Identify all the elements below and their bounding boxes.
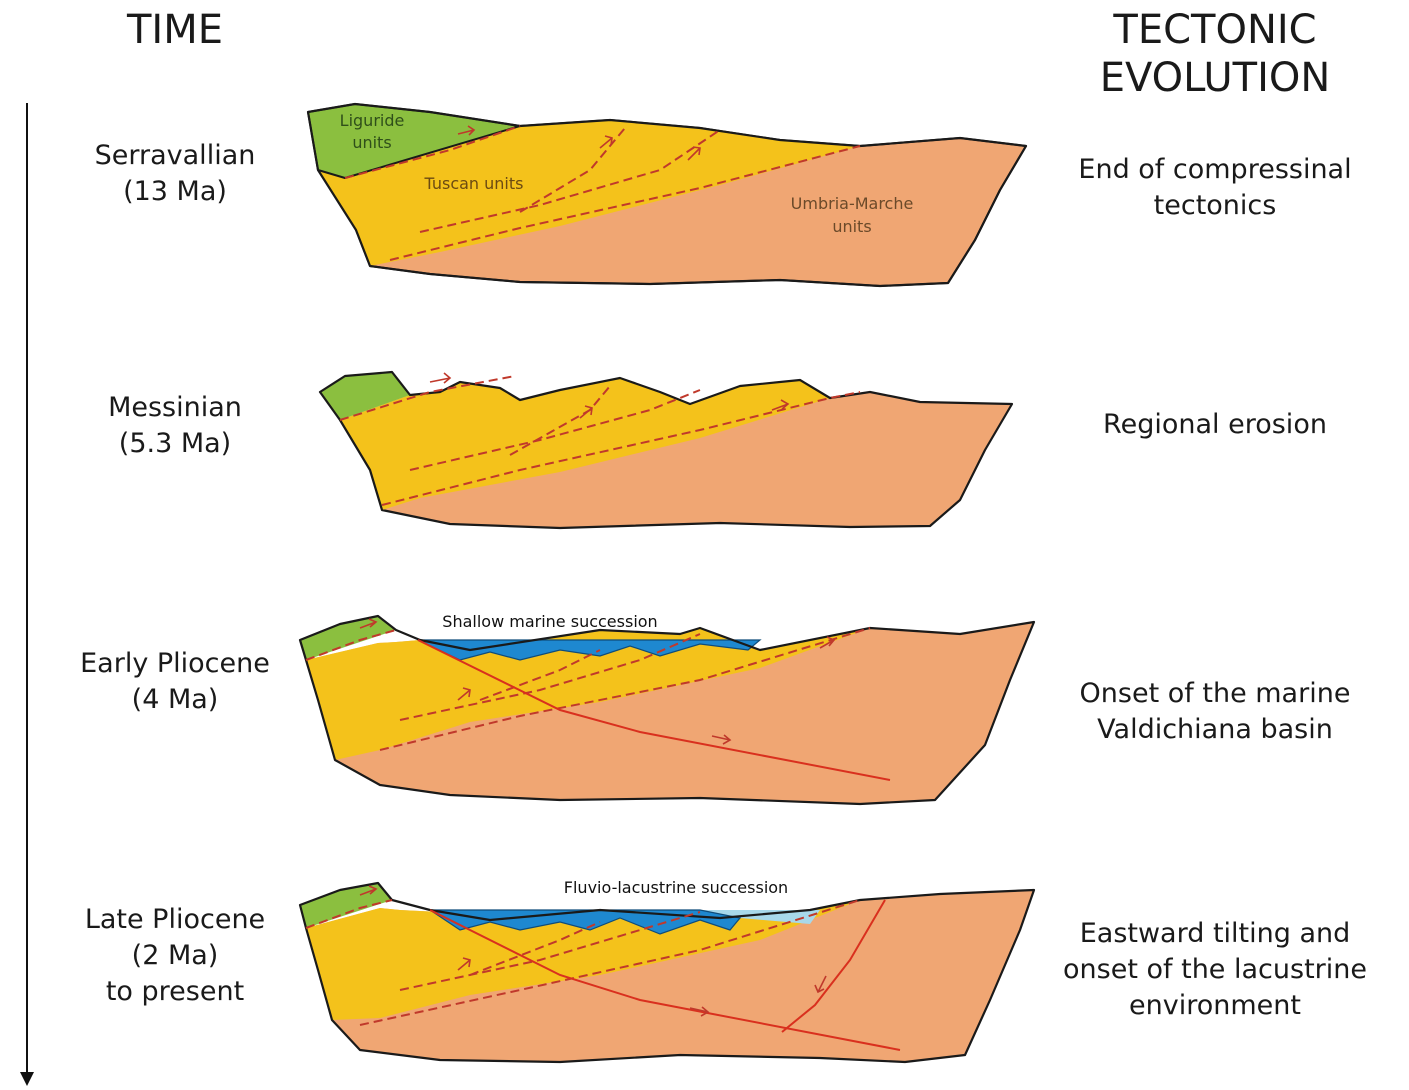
section-late-pliocene <box>300 883 1034 1062</box>
section-serravallian <box>308 104 1026 286</box>
fluvio-lacustrine-label: Fluvio-lacustrine succession <box>564 878 788 897</box>
section-early-pliocene <box>300 616 1034 804</box>
tuscan-label: Tuscan units <box>424 174 524 193</box>
liguride-label: Liguride <box>340 111 405 130</box>
umbria-marche-label-2: units <box>832 217 871 236</box>
time-arrow <box>20 103 34 1086</box>
section-messinian <box>320 372 1012 528</box>
liguride-label-2: units <box>352 133 391 152</box>
shallow-marine-label: Shallow marine succession <box>442 612 657 631</box>
umbria-marche-label: Umbria-Marche <box>791 194 914 213</box>
